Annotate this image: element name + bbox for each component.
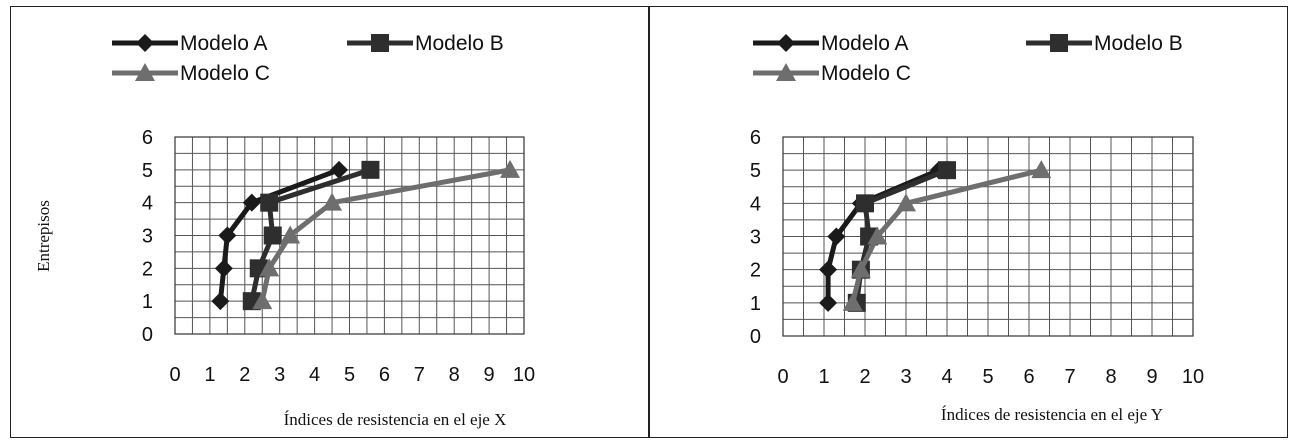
data-point — [842, 292, 863, 311]
data-point — [263, 226, 282, 245]
legend-marker — [371, 34, 389, 52]
legend-entry: Modelo C — [112, 62, 270, 85]
y-tick-label: 0 — [142, 324, 153, 346]
x-tick-label: 8 — [1105, 366, 1116, 388]
data-point — [252, 291, 273, 310]
data-point — [361, 160, 380, 179]
plot-border — [174, 136, 525, 335]
series-modelo-a — [211, 160, 349, 311]
x-tick-label: 2 — [239, 364, 250, 386]
x-tick-label: 7 — [414, 364, 425, 386]
data-point — [322, 192, 343, 211]
data-point — [819, 293, 838, 312]
y-axis-title: Entrepisos — [34, 200, 53, 272]
legend-entry: Modelo B — [1026, 32, 1183, 55]
legend-label: Modelo C — [180, 62, 270, 85]
data-point — [214, 259, 233, 278]
legend-label: Modelo A — [821, 32, 909, 55]
x-tick-label: 1 — [818, 366, 829, 388]
series-modelo-b — [242, 160, 380, 311]
x-tick-label: 5 — [982, 366, 993, 388]
legend-entry: Modelo A — [112, 32, 268, 55]
data-point — [896, 193, 916, 212]
y-tick-label: 3 — [142, 226, 153, 248]
data-point — [259, 258, 280, 277]
data-point — [856, 194, 874, 213]
data-point — [867, 226, 888, 245]
x-tick-label: 8 — [449, 364, 460, 386]
data-point — [211, 292, 230, 311]
x-tick-label: 6 — [379, 364, 390, 386]
x-tick-label: 3 — [274, 364, 285, 386]
x-axis-title: Índices de resistencia en el eje Y — [941, 405, 1163, 424]
data-point — [330, 160, 349, 179]
data-point — [218, 226, 237, 245]
legend-label: Modelo C — [821, 62, 911, 85]
y-tick-label: 6 — [142, 127, 153, 149]
data-point — [500, 159, 521, 178]
y-tick-label: 5 — [750, 160, 761, 182]
data-point — [242, 193, 261, 212]
x-tick-label: 4 — [941, 366, 952, 388]
plot-border — [782, 136, 1194, 337]
x-tick-label: 9 — [484, 364, 495, 386]
legend-marker — [1050, 34, 1068, 52]
x-tick-label: 4 — [309, 364, 320, 386]
x-axis-title: Índices de resistencia en el eje X — [284, 410, 507, 429]
x-tick-label: 10 — [513, 364, 535, 386]
x-tick-label: 6 — [1023, 366, 1034, 388]
data-point — [938, 161, 956, 180]
legend-marker — [136, 34, 154, 52]
x-tick-label: 7 — [1064, 366, 1075, 388]
x-tick-label: 0 — [169, 364, 180, 386]
y-tick-label: 4 — [750, 193, 761, 215]
legend-label: Modelo B — [1094, 32, 1183, 55]
series-modelo-c — [252, 159, 521, 310]
y-tick-label: 2 — [750, 260, 761, 282]
x-tick-label: 0 — [777, 366, 788, 388]
legend-label: Modelo A — [180, 32, 268, 55]
legend-marker — [777, 34, 795, 52]
legend-marker — [776, 63, 796, 81]
x-tick-label: 10 — [1182, 366, 1204, 388]
data-point — [819, 260, 838, 279]
y-tick-label: 0 — [750, 326, 761, 348]
x-tick-label: 1 — [204, 364, 215, 386]
legend-entry: Modelo A — [753, 32, 909, 55]
data-point — [280, 225, 301, 244]
legend-entry: Modelo B — [347, 32, 504, 55]
y-tick-label: 1 — [142, 291, 153, 313]
x-tick-label: 9 — [1146, 366, 1157, 388]
data-point — [850, 259, 871, 278]
x-tick-label: 2 — [859, 366, 870, 388]
grid — [782, 136, 1194, 337]
legend-entry: Modelo C — [753, 62, 911, 85]
legend-marker — [135, 63, 155, 81]
data-point — [827, 227, 846, 246]
y-tick-label: 1 — [750, 293, 761, 315]
y-tick-label: 6 — [750, 127, 761, 149]
y-tick-label: 4 — [142, 193, 153, 215]
data-point — [1031, 160, 1052, 179]
panel-divider — [648, 6, 650, 438]
y-tick-label: 5 — [142, 160, 153, 182]
y-tick-label: 2 — [142, 258, 153, 280]
x-tick-label: 5 — [344, 364, 355, 386]
y-tick-label: 3 — [750, 227, 761, 249]
x-tick-label: 3 — [900, 366, 911, 388]
data-point — [260, 193, 279, 212]
series-modelo-c — [842, 160, 1052, 311]
legend-label: Modelo B — [415, 32, 504, 55]
